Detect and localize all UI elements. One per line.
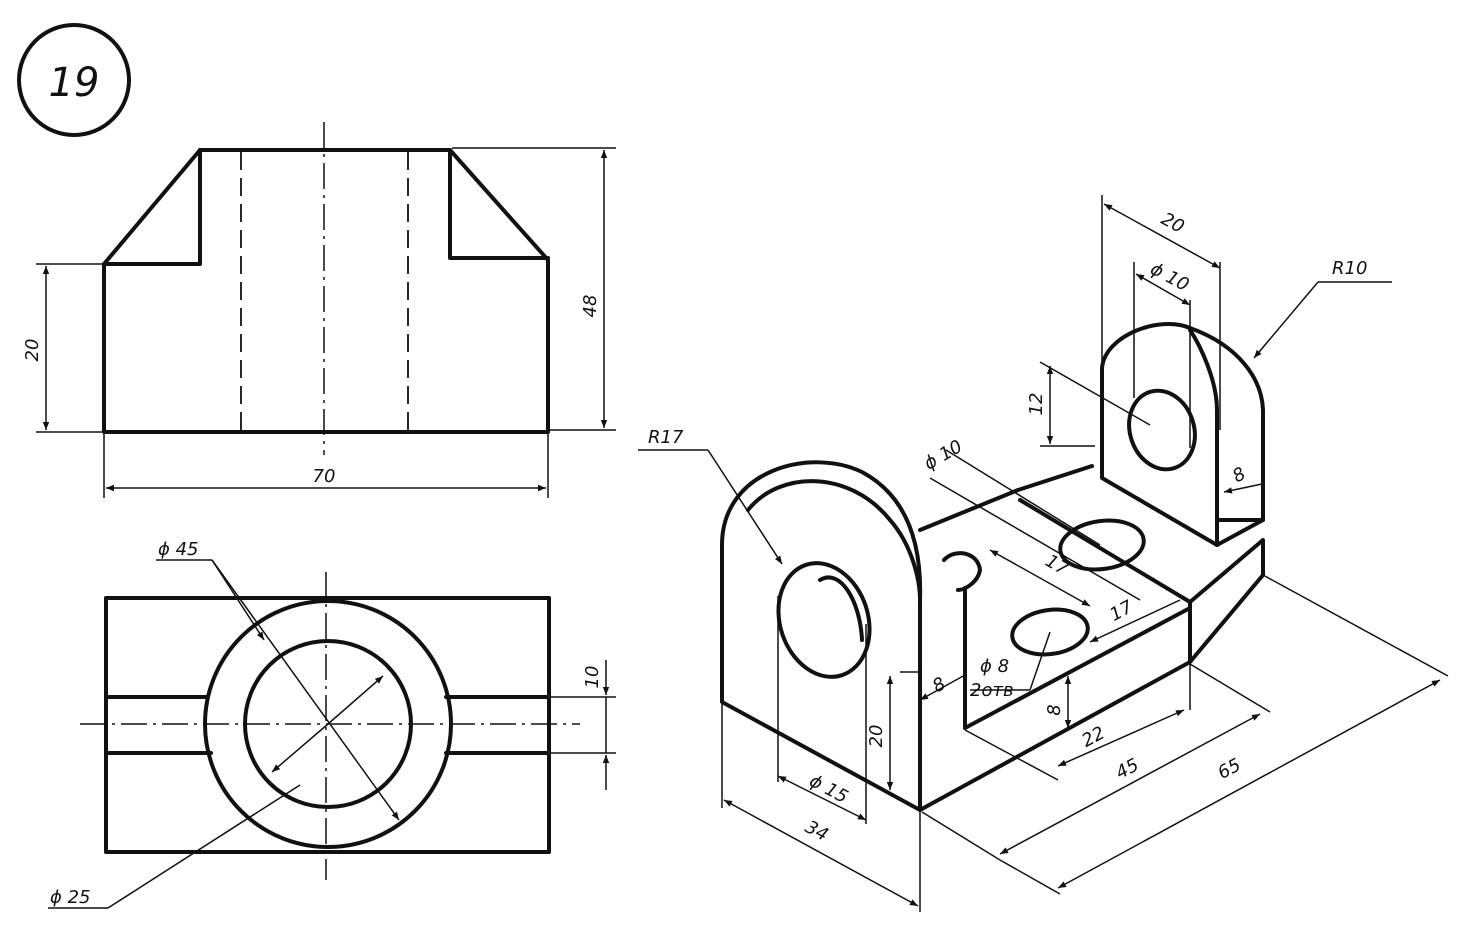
dim-outer-diameter: ϕ 45 xyxy=(158,539,199,560)
dim-width-34: 34 xyxy=(802,816,832,845)
dim-lug-height: 12 xyxy=(1026,393,1047,416)
dim-recess-width: 22 xyxy=(1078,722,1108,751)
isometric-view: R17 R10 20 ϕ 10 12 8 ϕ 10 17 17 xyxy=(638,195,1449,912)
sheet-number-badge: 19 xyxy=(17,23,131,137)
dim-front-height-base: 20 xyxy=(22,339,43,362)
front-view: 48 20 70 xyxy=(22,122,616,498)
dim-base-thickness: 8 xyxy=(1044,704,1065,715)
dim-length-65: 65 xyxy=(1214,754,1244,783)
dim-base-holes-count: 2отв xyxy=(970,680,1014,701)
dim-large-hole: ϕ 15 xyxy=(806,770,852,808)
dim-front-width: 70 xyxy=(313,466,336,487)
dim-radius-large: R17 xyxy=(648,427,684,448)
dim-base-holes: ϕ 8 xyxy=(980,656,1009,677)
dim-slot-width: 10 xyxy=(582,666,603,689)
dim-radius-small: R10 xyxy=(1332,258,1367,279)
dim-front-height-total: 48 xyxy=(580,295,601,318)
dim-hole-offset-b: 17 xyxy=(1106,596,1137,626)
dim-inner-diameter: ϕ 25 xyxy=(50,887,91,908)
dim-holes-spacing-label: ϕ 10 xyxy=(920,436,966,474)
top-view: ϕ 45 ϕ 25 10 xyxy=(48,539,616,909)
dim-hole-offset-a: 17 xyxy=(1042,550,1073,580)
dim-lug-thickness-right: 8 xyxy=(1229,463,1249,487)
dim-lug-width: 20 xyxy=(1158,208,1188,237)
dim-small-hole: ϕ 10 xyxy=(1147,258,1193,296)
dim-lug-height-iso: 20 xyxy=(866,725,887,748)
sheet-number: 19 xyxy=(49,60,100,106)
